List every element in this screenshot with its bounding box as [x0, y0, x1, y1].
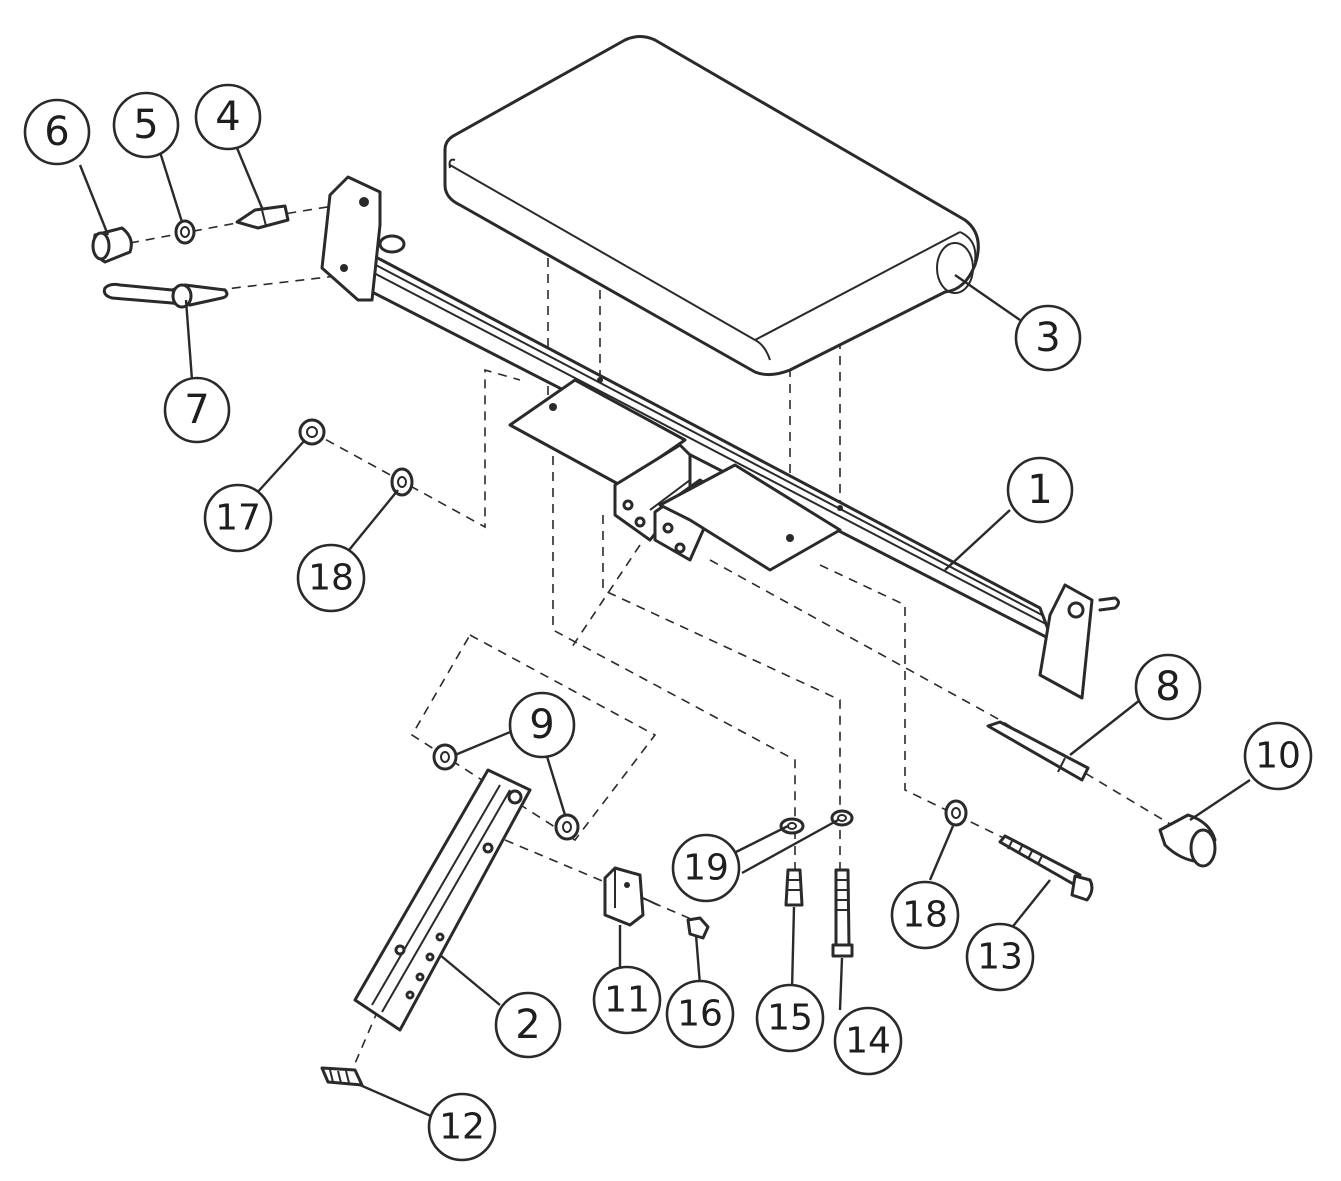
svg-text:9: 9 — [529, 702, 554, 748]
callout-15: 15 — [755, 983, 825, 1053]
bolt-15 — [784, 868, 804, 907]
knob-6 — [91, 226, 133, 264]
callout-3: 3 — [1014, 304, 1082, 372]
leader-lines — [78, 147, 1251, 1122]
callout-14: 14 — [833, 1006, 903, 1076]
svg-text:11: 11 — [604, 980, 650, 1021]
svg-text:5: 5 — [133, 102, 158, 148]
callout-2: 2 — [494, 991, 562, 1059]
callout-13: 13 — [965, 922, 1035, 992]
callout-11: 11 — [592, 965, 662, 1035]
callout-7: 7 — [163, 376, 231, 444]
svg-text:7: 7 — [184, 387, 209, 433]
svg-text:16: 16 — [677, 994, 723, 1035]
pin-8 — [986, 720, 1090, 782]
bolt-14 — [831, 868, 854, 958]
callout-4: 4 — [194, 83, 262, 151]
assembly-lines — [129, 202, 1181, 1076]
svg-text:17: 17 — [215, 498, 261, 539]
nut-17 — [298, 418, 326, 446]
svg-text:18: 18 — [902, 895, 948, 936]
bolt-13 — [998, 834, 1094, 902]
knob-10 — [1158, 813, 1217, 868]
arm-2 — [353, 768, 532, 1032]
svg-text:1: 1 — [1027, 467, 1052, 513]
nut-16 — [686, 916, 710, 940]
svg-text:3: 3 — [1035, 315, 1060, 361]
callout-18-left: 18 — [296, 543, 366, 613]
svg-text:4: 4 — [215, 94, 240, 140]
svg-text:2: 2 — [515, 1002, 540, 1048]
nut-9-right — [554, 813, 580, 841]
washer-18-left — [390, 467, 414, 497]
callout-9: 9 — [508, 691, 576, 759]
svg-text:14: 14 — [845, 1021, 891, 1062]
nut-5 — [174, 219, 196, 245]
seat-pad — [443, 35, 980, 377]
svg-text:19: 19 — [683, 848, 729, 889]
callout-12: 12 — [427, 1092, 497, 1162]
callout-6: 6 — [23, 98, 91, 166]
svg-text:15: 15 — [767, 998, 813, 1039]
svg-text:12: 12 — [439, 1107, 485, 1148]
main-frame — [320, 175, 1120, 700]
callout-8: 8 — [1134, 653, 1202, 721]
nut-9-left — [432, 743, 458, 771]
pin-4 — [235, 204, 290, 230]
svg-text:18: 18 — [308, 558, 354, 599]
insert-12 — [320, 1066, 364, 1087]
svg-text:13: 13 — [977, 937, 1023, 978]
callout-17: 17 — [203, 483, 273, 553]
callout-19: 19 — [671, 833, 741, 903]
callout-10: 10 — [1243, 721, 1313, 791]
block-11 — [603, 866, 659, 927]
svg-text:10: 10 — [1255, 736, 1301, 777]
handle-7 — [102, 282, 229, 309]
callout-16: 16 — [665, 979, 735, 1049]
svg-text:8: 8 — [1155, 664, 1180, 710]
washer-19-a — [779, 817, 805, 835]
callout-18-right: 18 — [890, 880, 960, 950]
washer-18-right — [944, 799, 968, 827]
callout-5: 5 — [112, 91, 180, 159]
svg-text:6: 6 — [44, 109, 69, 155]
callout-1: 1 — [1006, 456, 1074, 524]
